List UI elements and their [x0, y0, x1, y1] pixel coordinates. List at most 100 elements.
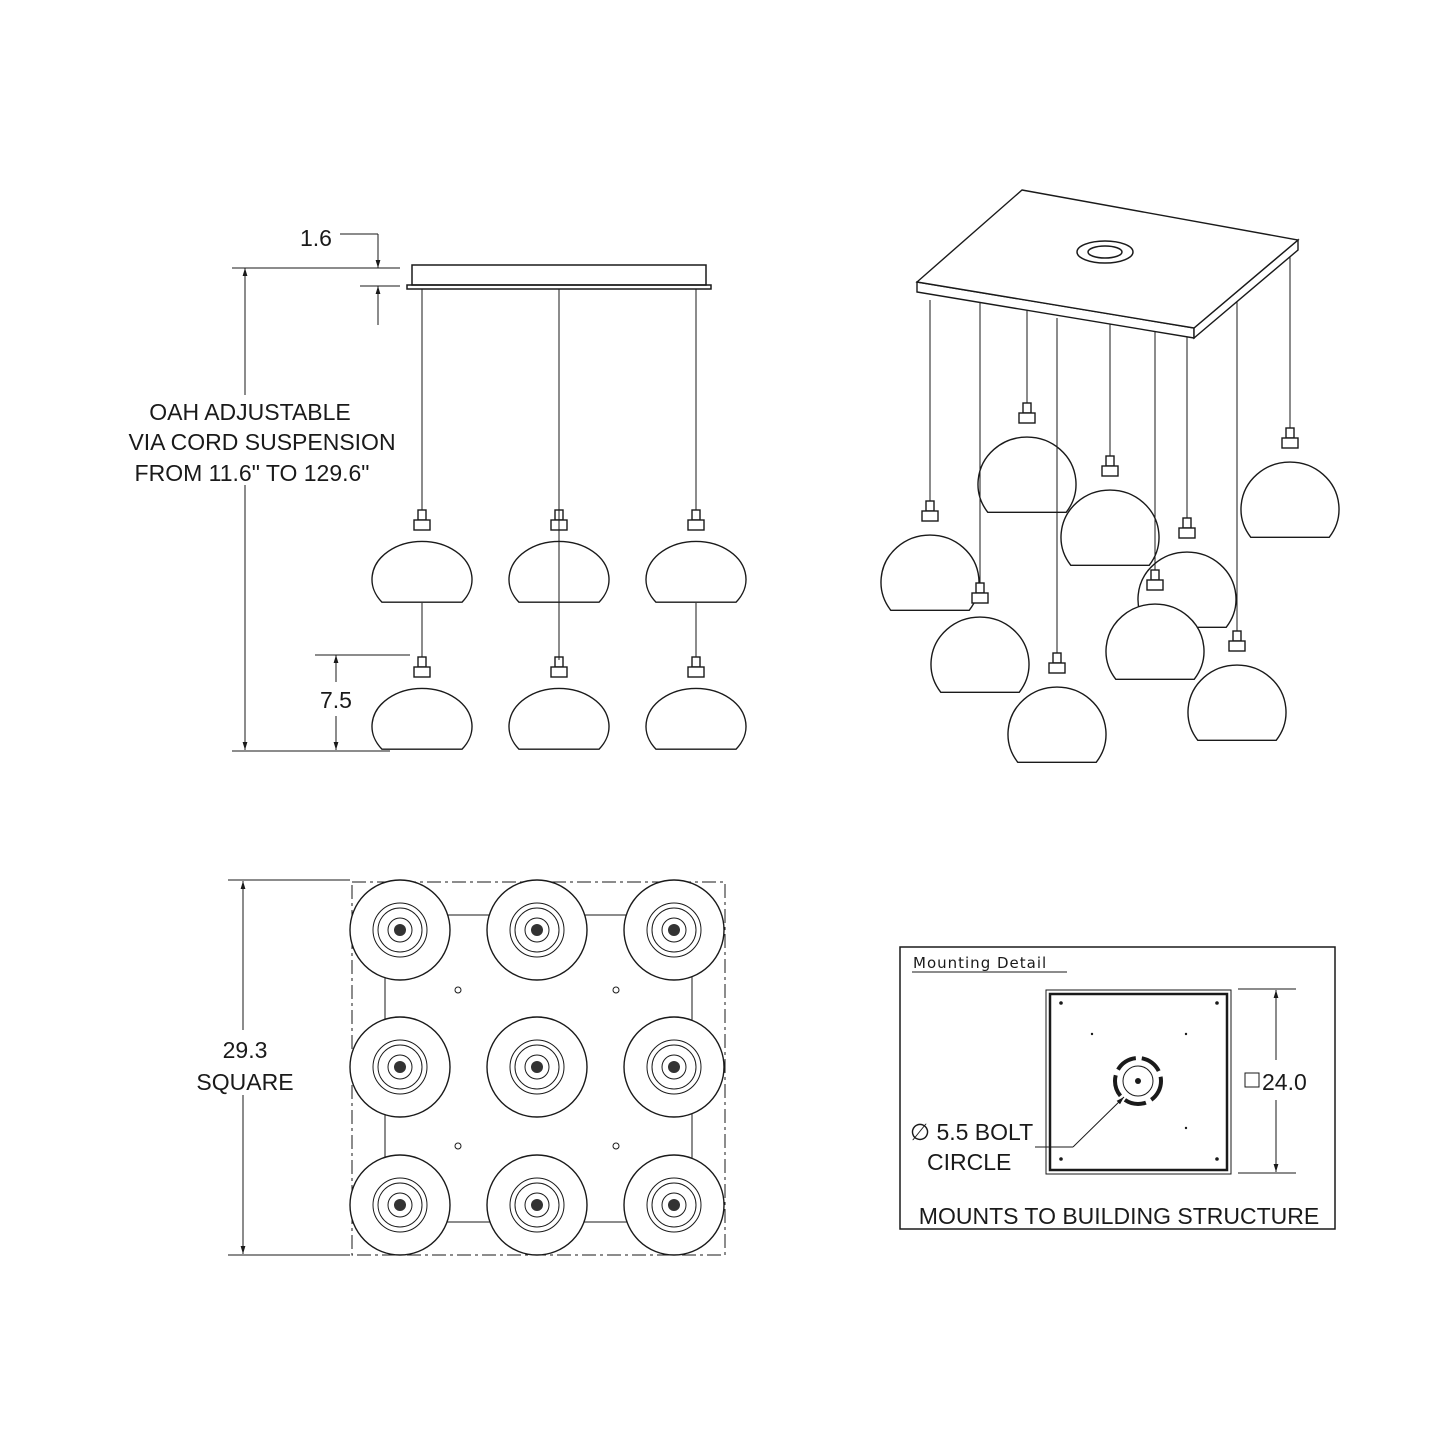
pendant [1007, 318, 1107, 763]
socket-cap [1182, 517, 1192, 529]
mounting-plate [1045, 989, 1232, 1175]
front-view: 1.6 OAH ADJUSTABLE VIA CORD SUSPENSION F… [128, 225, 747, 752]
pendant [977, 300, 1077, 513]
socket [687, 519, 705, 531]
globe-shade [1105, 603, 1205, 680]
globe-bottom [623, 1016, 725, 1118]
socket-center [531, 924, 543, 936]
socket [413, 666, 431, 678]
screw-hole [612, 1142, 620, 1150]
isometric-view [880, 189, 1340, 763]
socket-center [668, 1061, 680, 1073]
socket-ring [514, 907, 560, 953]
pendant [1060, 320, 1160, 566]
socket [1178, 527, 1196, 539]
globe-shade [508, 687, 610, 750]
globe-grid [349, 879, 725, 1256]
pendant [371, 603, 473, 750]
socket-cap [1232, 630, 1242, 642]
globe-shade [371, 687, 473, 750]
mount-ring-inner [1087, 245, 1123, 259]
socket-ring [509, 902, 565, 958]
socket-ring [387, 1192, 413, 1218]
bolt-circle-label-line-1: ∅ 5.5 BOLT [910, 1119, 1033, 1145]
socket-cap [975, 582, 985, 594]
socket-ring [646, 902, 702, 958]
square-symbol-icon [1244, 1072, 1260, 1088]
globe-shade [1007, 686, 1107, 763]
globe-shade [930, 616, 1030, 693]
socket [921, 510, 939, 522]
screw-hole [454, 1142, 462, 1150]
socket-cap [1022, 402, 1032, 414]
globe-bottom [486, 1016, 588, 1118]
socket-cap [691, 509, 701, 521]
socket [413, 519, 431, 531]
pendant [930, 300, 1030, 693]
oah-label-line-3: FROM 11.6" TO 129.6" [135, 460, 370, 486]
pendant [645, 289, 747, 603]
mounting-plate-inner [1048, 992, 1229, 1172]
diameter-symbol: ∅ [910, 1119, 930, 1145]
bolt-circle-label-line-2: CIRCLE [927, 1149, 1011, 1175]
socket [1018, 412, 1036, 424]
socket-cap [417, 656, 427, 668]
globe-shade [371, 540, 473, 603]
screw-hole [612, 986, 620, 994]
socket [1101, 465, 1119, 477]
canopy-height-label: 1.6 [300, 225, 332, 251]
pendant [1105, 328, 1205, 680]
bottom-view: 29.3 SQUARE [196, 879, 726, 1256]
mounting-holes [1059, 1001, 1219, 1161]
socket-ring [524, 1054, 550, 1080]
pendants [371, 289, 747, 750]
socket-center [668, 924, 680, 936]
globe-bottom [349, 1016, 451, 1118]
globe-bottom [349, 879, 451, 981]
socket-ring [372, 1177, 428, 1233]
globe-shade [645, 687, 747, 750]
oah-label-line-2: VIA CORD SUSPENSION [128, 429, 395, 455]
socket-center [531, 1061, 543, 1073]
socket-center [394, 1061, 406, 1073]
socket-ring [661, 1054, 687, 1080]
socket-ring [387, 1054, 413, 1080]
bolt-circle-inner [1122, 1065, 1154, 1097]
socket-ring [372, 902, 428, 958]
mounting-detail-title: Mounting Detail [913, 954, 1047, 972]
bolt-circle-size: 5.5 BOLT [936, 1119, 1033, 1145]
socket-ring [387, 917, 413, 943]
globe-shade [1240, 461, 1340, 538]
mount-ring [1076, 240, 1134, 264]
socket-cap [925, 500, 935, 512]
socket-ring [651, 1182, 697, 1228]
pendant [645, 603, 747, 750]
socket-ring [377, 1182, 423, 1228]
socket-cap [1285, 427, 1295, 439]
globe-bottom [349, 1154, 451, 1256]
socket [1146, 579, 1164, 591]
socket [1048, 662, 1066, 674]
socket-ring [651, 907, 697, 953]
socket-ring [377, 1044, 423, 1090]
socket-ring [514, 1044, 560, 1090]
square-size-label: 24.0 [1262, 1069, 1307, 1095]
socket-cap [417, 509, 427, 521]
globe-bottom [486, 879, 588, 981]
screw-hole [454, 986, 462, 994]
globe-shade [645, 540, 747, 603]
size-label-line-1: 29.3 [223, 1037, 268, 1063]
globe-shade [880, 534, 980, 611]
socket-cap [1150, 569, 1160, 581]
socket-center [531, 1199, 543, 1211]
pendant [371, 289, 473, 603]
globe-shade [1187, 664, 1287, 741]
socket-cap [691, 656, 701, 668]
socket-ring [651, 1044, 697, 1090]
pendant [1240, 250, 1340, 538]
socket-ring [661, 917, 687, 943]
socket-ring [509, 1039, 565, 1095]
socket [1281, 437, 1299, 449]
socket-center [668, 1199, 680, 1211]
